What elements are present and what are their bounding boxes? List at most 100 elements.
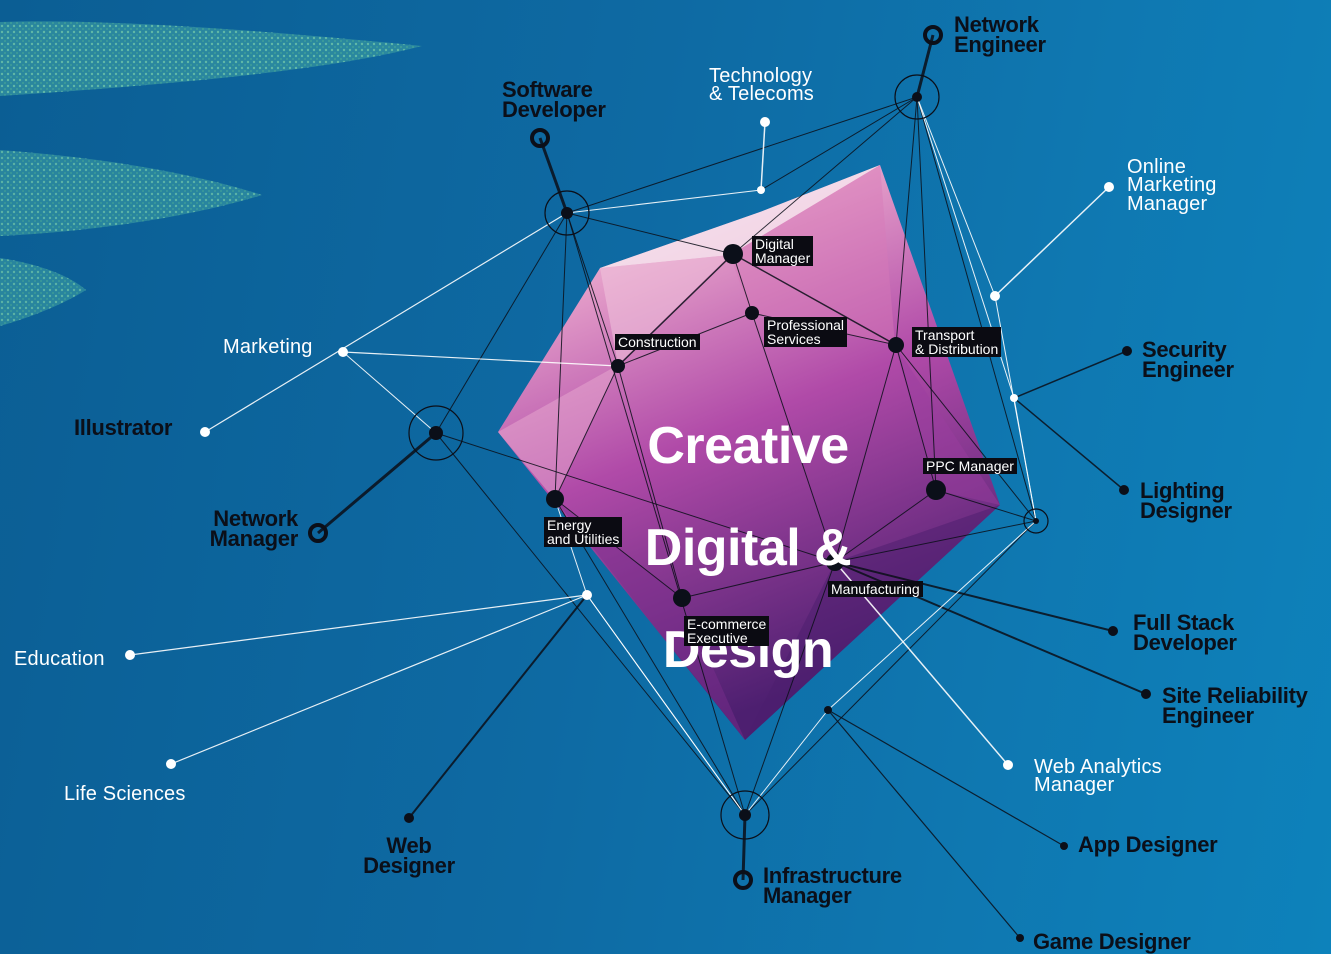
connector-line-29 [834,489,937,563]
node-dot-tMkt [338,347,348,357]
sector-marketing: Marketing [223,336,313,358]
node-dot-tSecLow [1010,394,1018,402]
connector-line-49 [408,594,588,819]
connector-line-42 [994,186,1110,297]
open-node-tIMo [733,870,753,890]
connector-line-5 [435,212,568,434]
connector-line-59 [827,520,1037,711]
connector-line-2 [317,431,437,535]
connector-line-44 [204,212,568,433]
connector-line-45 [129,594,588,656]
tag-manufacturing: Manufacturing [828,581,923,597]
connector-line-56 [827,709,1065,847]
connector-line-50 [1013,350,1128,399]
role-illustrator: Illustrator [74,415,173,440]
ring-hubR [1023,508,1049,534]
connector-line-7 [566,212,619,367]
tag-ppc-manager: PPC Manager [923,458,1017,474]
ring-hubNE [894,74,940,120]
connector-line-58 [744,709,829,816]
connector-lines [129,34,1147,939]
node-dot-tOnlLow [990,291,1000,301]
node-dot-nDM [723,244,743,264]
role-security-engineer: Security Engineer [1142,337,1234,383]
tag-transport-distribution: Transport & Distribution [912,327,1002,357]
connector-line-41 [760,121,766,191]
role-game-designer: Game Designer [1033,929,1191,954]
hub-rings [408,74,1049,840]
ring-hubNM [408,405,464,461]
role-infrastructure-manager: Infrastructure Manager [763,863,902,909]
role-full-stack-developer: Full Stack Developer [1133,610,1237,656]
role-network-manager: Network Manager [209,506,299,552]
sector-online-marketing-manager: Online Marketing Manager [1127,156,1217,215]
node-dot-tTechLow [757,186,765,194]
node-dot-tOnl [1104,182,1114,192]
connector-line-3 [741,814,747,881]
open-node-tNMo [308,523,328,543]
connector-line-32 [744,561,836,816]
node-dot-tTech [760,117,770,127]
connector-line-10 [566,212,746,816]
role-software-developer: Software Developer [502,77,606,123]
role-network-engineer: Network Engineer [954,12,1046,58]
connector-line-31 [681,561,836,599]
tag-ecommerce-executive: E-commerce Executive [684,616,770,646]
tag-construction: Construction [615,334,700,350]
connector-line-53 [834,561,1114,632]
open-node-tNEo [923,25,943,45]
connector-line-6 [566,212,734,255]
connector-line-23 [751,312,836,563]
connector-line-20 [732,253,897,346]
node-dot-tEdu [125,650,135,660]
sector-education: Education [14,648,105,670]
connector-line-16 [916,96,937,491]
role-web-designer: Web Designer [363,833,455,879]
ring-hubIM [720,790,770,840]
tag-professional-services: Professional Services [764,317,848,347]
node-dot-nTr [888,337,904,353]
node-dot-hubNE [912,92,922,102]
connector-line-19 [732,253,753,314]
role-site-reliability-engineer: Site Reliability Engineer [1162,683,1308,729]
node-dot-tLife [166,759,176,769]
connector-line-30 [935,489,1037,522]
connector-line-48 [554,498,588,596]
role-app-designer: App Designer [1078,832,1218,857]
connector-line-57 [827,709,1021,939]
node-dot-tApp [1060,842,1068,850]
node-dot-nEn [546,490,564,508]
title-line-1: Creative [647,416,849,475]
connector-line-40 [834,520,1037,563]
connector-line-28 [895,344,1037,522]
node-dot-hubIM [739,809,751,821]
connector-line-8 [554,212,568,500]
connector-line-4 [566,96,918,214]
sector-life-sciences: Life Sciences [64,783,186,805]
role-lighting-designer: Lighting Designer [1140,478,1232,524]
ring-hubSD [544,190,590,236]
node-dot-nEC [673,589,691,607]
node-dot-nMan [826,553,844,571]
node-dot-tEdLow [582,590,592,600]
node-dot-tAppHub [824,706,832,714]
connector-line-1 [538,137,569,214]
connector-line-15 [760,96,918,191]
connector-line-37 [342,351,437,434]
connector-line-24 [617,365,683,599]
connector-line-52 [1013,397,1037,522]
connector-line-0 [915,34,935,98]
connector-line-27 [834,344,897,563]
node-dot-tFS [1108,626,1118,636]
node-dot-hubR [1033,518,1039,524]
connector-line-46 [170,594,588,765]
node-dot-hubNM [429,426,443,440]
node-dot-nPPC [926,480,946,500]
node-dot-tIll [200,427,210,437]
node-dot-tLight [1119,485,1129,495]
connector-line-35 [435,432,746,816]
sector-web-analytics-manager: Web Analytics Manager [1034,756,1162,797]
node-dot-nCon [611,359,625,373]
title-line-2: Digital & [644,518,852,577]
